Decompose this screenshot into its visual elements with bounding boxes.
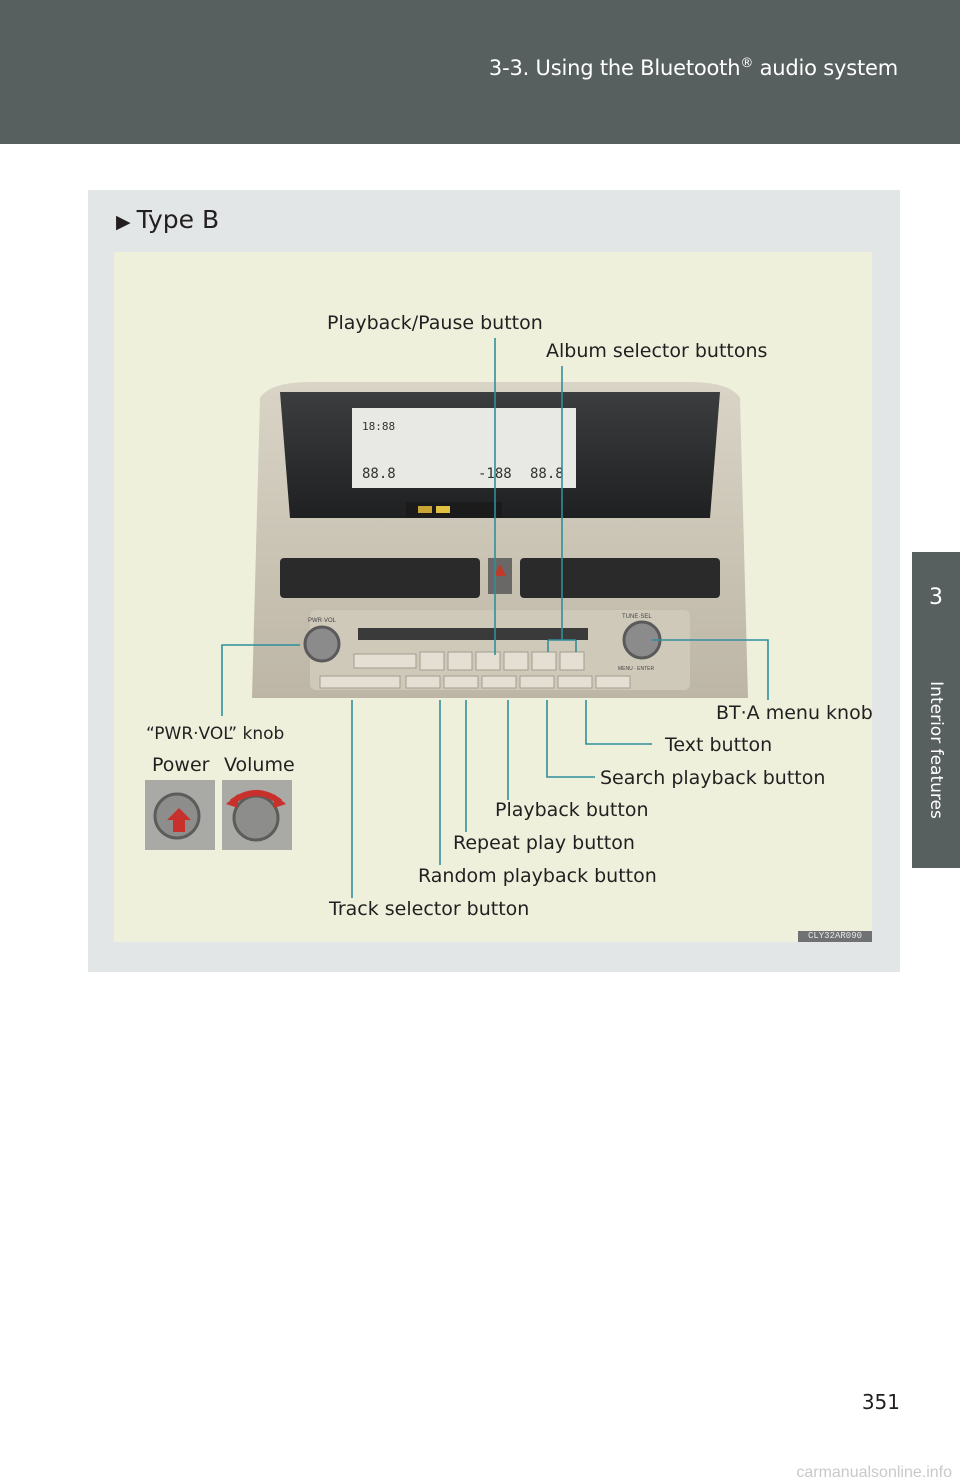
label-bta-menu-knob: BT·A menu knob bbox=[716, 702, 873, 724]
label-random-playback: Random playback button bbox=[418, 865, 657, 887]
triangle-bullet-icon: ▶ bbox=[116, 211, 131, 233]
display-temp-left: 88.8 bbox=[362, 466, 396, 482]
label-text-button: Text button bbox=[665, 734, 773, 756]
section-heading: ▶Type B bbox=[116, 205, 220, 234]
label-repeat-play: Repeat play button bbox=[453, 832, 635, 854]
press-arrow-icon bbox=[167, 808, 191, 832]
label-volume: Volume bbox=[224, 754, 295, 776]
panel-menu-enter-label: MENU · ENTER bbox=[618, 666, 655, 672]
volume-turn-inset bbox=[222, 780, 292, 850]
watermark: carmanualsonline.info bbox=[796, 1464, 952, 1481]
display-clock: 18:88 bbox=[362, 420, 395, 433]
label-pwr-vol-knob: “PWR·VOL” knob bbox=[146, 724, 285, 744]
figure-code: CLY32AR090 bbox=[798, 931, 872, 942]
chapter-number: 3 bbox=[929, 585, 943, 610]
chapter-tab bbox=[912, 552, 960, 868]
label-playback: Playback button bbox=[495, 799, 649, 821]
panel-pwr-vol-label: PWR·VOL bbox=[308, 618, 337, 624]
chapter-label: Interior features bbox=[926, 681, 946, 819]
label-track-selector: Track selector button bbox=[329, 898, 530, 920]
label-album-selector: Album selector buttons bbox=[546, 340, 768, 362]
display-temp-right: 88.8 bbox=[530, 466, 564, 482]
label-playback-pause: Playback/Pause button bbox=[327, 312, 543, 334]
audio-panel-photo: 18:88 88.8 -188 88.8 PWR·VOL TUNE·SEL ME… bbox=[252, 382, 748, 698]
panel-tune-sel-label: TUNE·SEL bbox=[622, 614, 652, 620]
display-outside: -188 bbox=[478, 466, 512, 482]
header-title: 3-3. Using the Bluetooth® audio system bbox=[488, 56, 898, 80]
power-press-inset bbox=[145, 780, 215, 850]
page-number: 351 bbox=[861, 1390, 900, 1414]
page-header bbox=[0, 0, 960, 144]
label-search-playback: Search playback button bbox=[600, 767, 826, 789]
label-power: Power bbox=[152, 754, 210, 776]
